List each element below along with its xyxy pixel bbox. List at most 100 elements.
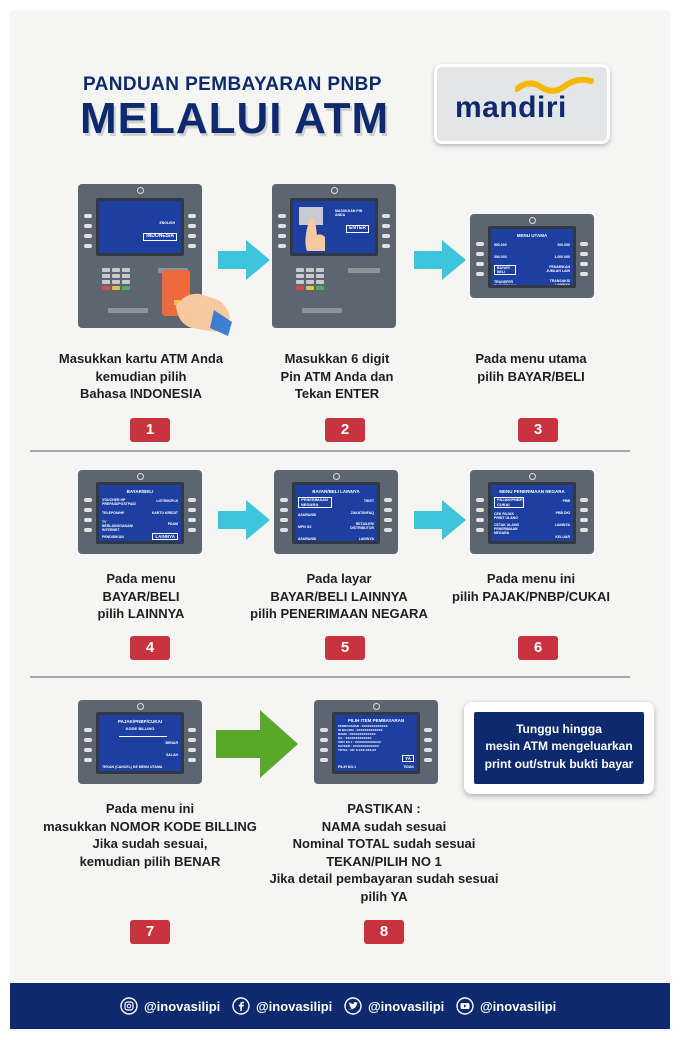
atm-step-6: MENU PENERIMAAN NEGARA PAJAK/PNBP/ CUKAI…	[470, 470, 594, 554]
atm-step-7: PAJAK/PNBP/CUKAI KODE BILLING BENAR SALA…	[78, 700, 202, 784]
screen-option: KARTU KREDIT	[151, 511, 178, 515]
atm-screen-5: BAYAR/BELI LAINNYA PENERIMAAN NEGARA ASU…	[292, 482, 380, 544]
step-1-number: 1	[130, 418, 170, 442]
step-2-number: 2	[325, 418, 365, 442]
screen-option: TRANSFER ELEKTRONIK	[494, 280, 517, 288]
atm-screen-8: PILIH ITEM PEMBAYARAN PEMBAYARAN : XXXXX…	[332, 712, 420, 774]
keypad	[296, 268, 336, 298]
atm-screen-3: MENU UTAMA 500.000 300.000 BAYAR/ BELI T…	[488, 226, 576, 288]
screen-option: LAINNYA	[554, 523, 570, 527]
screen-option: PBB	[562, 499, 570, 503]
instagram-link[interactable]: @inovasilipi	[120, 997, 220, 1015]
facebook-link[interactable]: @inovasilipi	[232, 997, 332, 1015]
screen-option: LISTRIK/PLN	[156, 499, 178, 503]
divider	[30, 450, 630, 452]
screen-option: TELEPON/HP	[102, 511, 125, 515]
screen-option: PENARIKAN JUMLAH LAIN	[546, 265, 570, 274]
twitter-handle: @inovasilipi	[368, 998, 445, 1014]
screen-option-selected: INDONESIA	[143, 233, 177, 241]
youtube-handle: @inovasilipi	[480, 998, 557, 1014]
atm-step-8: PILIH ITEM PEMBAYARAN PEMBAYARAN : XXXXX…	[314, 700, 438, 784]
screen-field: UNIT ES 1 : XXXXXXXXXXXXX	[338, 740, 382, 744]
twitter-link[interactable]: @inovasilipi	[344, 997, 444, 1015]
screen-option: BENAR	[165, 741, 178, 745]
screen-option-selected: LAINNYA	[152, 533, 178, 541]
screen-option: SALAH	[165, 753, 178, 757]
arrow-right-icon	[414, 500, 466, 540]
youtube-link[interactable]: @inovasilipi	[456, 997, 556, 1015]
screen-title: PILIH ITEM PEMBAYARAN	[347, 718, 405, 723]
facebook-handle: @inovasilipi	[256, 998, 333, 1014]
screen-option: RETAILER/ DISTRIBUTOR	[350, 522, 374, 531]
step-3-number: 3	[518, 418, 558, 442]
screen-field: PEMBAYARAN : XXXXXXXXXXXXX	[338, 724, 388, 728]
screen-field: SATKER : XXXXXXXXXXXXX	[338, 744, 379, 748]
notice-text: Tunggu hingga mesin ATM mengeluarkan pri…	[474, 712, 644, 784]
atm-screen-7: PAJAK/PNBP/CUKAI KODE BILLING BENAR SALA…	[96, 712, 184, 774]
screen-title: MASUKKAN PIN ANDA	[335, 209, 363, 218]
screen-option-selected: BAYAR/ BELI	[494, 265, 516, 276]
screen-option: TIKET	[363, 499, 374, 503]
instagram-handle: @inovasilipi	[144, 998, 221, 1014]
screen-option: CEK PAJAK PRINT ULANG	[494, 512, 518, 521]
step-1-caption: Masukkan kartu ATM Anda kemudian pilih B…	[58, 351, 224, 402]
arrow-right-icon	[414, 240, 466, 280]
screen-option: 300.000	[494, 255, 507, 259]
screen-option: PBB DKI	[555, 511, 570, 515]
screen-option: 200.000	[557, 243, 570, 247]
notice-card: Tunggu hingga mesin ATM mengeluarkan pri…	[464, 702, 654, 794]
step-7-number: 7	[130, 920, 170, 944]
screen-option-selected: YA	[402, 755, 414, 763]
youtube-icon	[456, 997, 474, 1015]
screen-title: BAYAR/BELI LAINNYA	[312, 489, 360, 494]
step-8-caption: PASTIKAN : NAMA sudah sesuai Nominal TOT…	[269, 801, 499, 904]
arrow-right-green-icon	[216, 710, 298, 778]
step-6-number: 6	[518, 636, 558, 660]
divider	[30, 676, 630, 678]
screen-title: PAJAK/PNBP/CUKAI	[117, 719, 163, 724]
screen-title: BAYAR/BELI	[126, 489, 154, 494]
step-8-number: 8	[364, 920, 404, 944]
step-4-number: 4	[130, 636, 170, 660]
screen-title: MENU UTAMA	[516, 233, 548, 238]
step-7-caption: Pada menu ini masukkan NOMOR KODE BILLIN…	[43, 801, 257, 869]
screen-option: TIDAK	[403, 765, 414, 769]
guide-page: PANDUAN PEMBAYARAN PNBP MELALUI ATM mand…	[10, 10, 670, 1030]
screen-option-selected: PENERIMAAN NEGARA	[298, 497, 332, 509]
screen-subtitle: KODE BILLING	[125, 726, 155, 731]
screen-field: ID BILLING : XXXXXXXXXXXXX	[338, 728, 383, 732]
atm-step-5: BAYAR/BELI LAINNYA PENERIMAAN NEGARA ASU…	[274, 470, 398, 554]
pin-hand-icon	[299, 207, 325, 251]
step-2-caption: Masukkan 6 digit Pin ATM Anda dan Tekan …	[280, 351, 394, 402]
title-line-1: PANDUAN PEMBAYARAN PNBP	[83, 74, 382, 95]
arrow-right-icon	[218, 500, 270, 540]
logo-text: mandiri	[455, 91, 567, 124]
screen-option: CETAK ULANG PENERIMAAN NEGARA	[494, 523, 520, 536]
step-6-caption: Pada menu ini pilih PAJAK/PNBP/CUKAI	[452, 571, 610, 604]
step-4-caption: Pada menu BAYAR/BELI pilih LAINNYA	[97, 571, 185, 622]
screen-option: 1.000.000	[554, 255, 570, 259]
card-hand-icon	[162, 270, 232, 336]
screen-option: VOUCHER HP PREPAID/POSTPAID	[102, 498, 136, 507]
screen-title: MENU PENERIMAAN NEGARA	[499, 489, 565, 494]
step-5-number: 5	[325, 636, 365, 660]
screen-option-selected: ENTER	[346, 225, 369, 233]
atm-screen-2: MASUKKAN PIN ANDA ENTER	[290, 198, 378, 256]
mandiri-wave-icon	[515, 77, 594, 94]
screen-option: TEKAN (CANCEL) KE MENU UTAMA	[102, 765, 163, 769]
atm-step-3: MENU UTAMA 500.000 300.000 BAYAR/ BELI T…	[470, 214, 594, 298]
screen-field: K/L : XXXXXXXXXXXXX	[338, 736, 372, 740]
atm-screen-1: ENGLISH INDONESIA	[96, 198, 184, 256]
screen-option: PENDIDIKAN	[102, 535, 124, 539]
screen-option: PDAM	[167, 522, 178, 526]
step-5-caption: Pada layar BAYAR/BELI LAINNYA pilih PENE…	[250, 571, 428, 622]
screen-option: PILIH NO.1	[338, 765, 357, 769]
step-3-caption: Pada menu utama pilih BAYAR/BELI	[475, 351, 587, 384]
atm-step-4: BAYAR/BELI VOUCHER HP PREPAID/POSTPAID T…	[78, 470, 202, 554]
screen-option: MPN G2	[298, 525, 312, 529]
screen-option: ENGLISH	[159, 221, 175, 225]
screen-option: ZAKAT/INFAQ	[350, 511, 374, 515]
screen-field: TOTAL : RP. X.XXX.XXX,XX	[338, 748, 377, 752]
screen-option: ASURANSI	[298, 537, 317, 541]
screen-option: KELUAR	[555, 535, 570, 539]
